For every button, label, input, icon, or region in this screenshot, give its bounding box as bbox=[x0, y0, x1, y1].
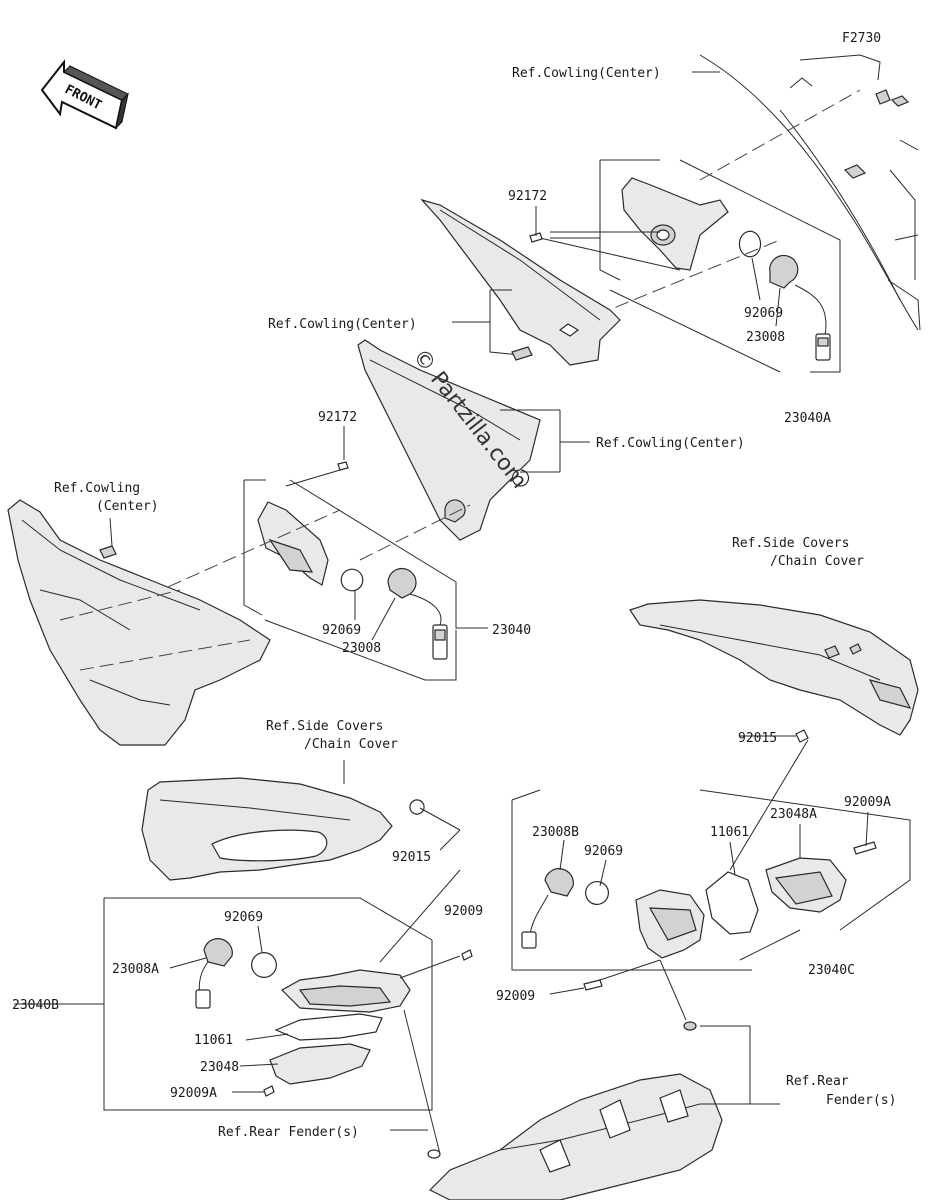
front-arrow-icon: FRONT bbox=[40, 59, 129, 130]
part-23008-top: 23008 bbox=[746, 330, 785, 345]
ref-cowling-center-middle: Ref.Cowling(Center) bbox=[596, 436, 745, 451]
ref-rear-right-line2: Fender(s) bbox=[826, 1093, 896, 1108]
ref-side-covers-left-line1: Ref.Side Covers bbox=[266, 719, 383, 734]
part-92009-right: 92009 bbox=[496, 989, 535, 1004]
ref-side-covers-right-line2: /Chain Cover bbox=[770, 554, 864, 569]
ref-cowling-center-upper: Ref.Cowling(Center) bbox=[268, 317, 417, 332]
center-cowling-upper bbox=[420, 198, 621, 366]
part-leaders bbox=[169, 237, 869, 1093]
turn-signal-23040A bbox=[529, 89, 861, 373]
center-cowling-middle bbox=[357, 339, 541, 541]
part-11061-right: 11061 bbox=[710, 825, 749, 840]
ref-side-covers-right-line1: Ref.Side Covers bbox=[732, 536, 849, 551]
part-92069-right: 92069 bbox=[584, 844, 623, 859]
ref-rear-right-line1: Ref.Rear bbox=[786, 1074, 849, 1089]
part-92009-left: 92009 bbox=[444, 904, 483, 919]
part-92009A-right: 92009A bbox=[844, 795, 891, 810]
part-23048: 23048 bbox=[200, 1060, 239, 1075]
part-92069-mid: 92069 bbox=[322, 623, 361, 638]
rear-fender bbox=[428, 1021, 780, 1200]
ref-side-covers-left-line2: /Chain Cover bbox=[304, 737, 398, 752]
ref-cowling-center-top: Ref.Cowling(Center) bbox=[512, 66, 661, 81]
part-92172-top: 92172 bbox=[508, 189, 547, 204]
part-23008A: 23008A bbox=[112, 962, 159, 977]
part-23040C: 23040C bbox=[808, 963, 855, 978]
part-11061-left: 11061 bbox=[194, 1033, 233, 1048]
part-92069-top: 92069 bbox=[744, 306, 783, 321]
part-23040A: 23040A bbox=[784, 411, 831, 426]
part-92009A-left: 92009A bbox=[170, 1086, 217, 1101]
ref-cowling-left-line1: Ref.Cowling bbox=[54, 481, 140, 496]
part-23008B: 23008B bbox=[532, 825, 579, 840]
turn-signal-23040 bbox=[149, 461, 488, 681]
part-23008-mid: 23008 bbox=[342, 641, 381, 656]
part-92172-mid: 92172 bbox=[318, 410, 357, 425]
part-23040B: 23040B bbox=[12, 998, 59, 1013]
part-23048A: 23048A bbox=[770, 807, 817, 822]
left-front-cowling bbox=[7, 499, 271, 746]
part-23040: 23040 bbox=[492, 623, 531, 638]
part-92069-left: 92069 bbox=[224, 910, 263, 925]
front-cowling-outline bbox=[699, 54, 921, 331]
leader-lines bbox=[109, 71, 796, 1131]
turn-signal-23040C bbox=[511, 729, 911, 1021]
part-92015-right: 92015 bbox=[738, 731, 777, 746]
turn-signal-23040B bbox=[14, 869, 473, 1159]
part-92015-left: 92015 bbox=[392, 850, 431, 865]
ref-cowling-left-line2: (Center) bbox=[96, 499, 159, 514]
ref-rear-fender-left: Ref.Rear Fender(s) bbox=[218, 1125, 359, 1140]
left-side-cover bbox=[141, 777, 425, 881]
right-side-cover bbox=[629, 599, 919, 736]
figure-id: F2730 bbox=[842, 31, 881, 46]
